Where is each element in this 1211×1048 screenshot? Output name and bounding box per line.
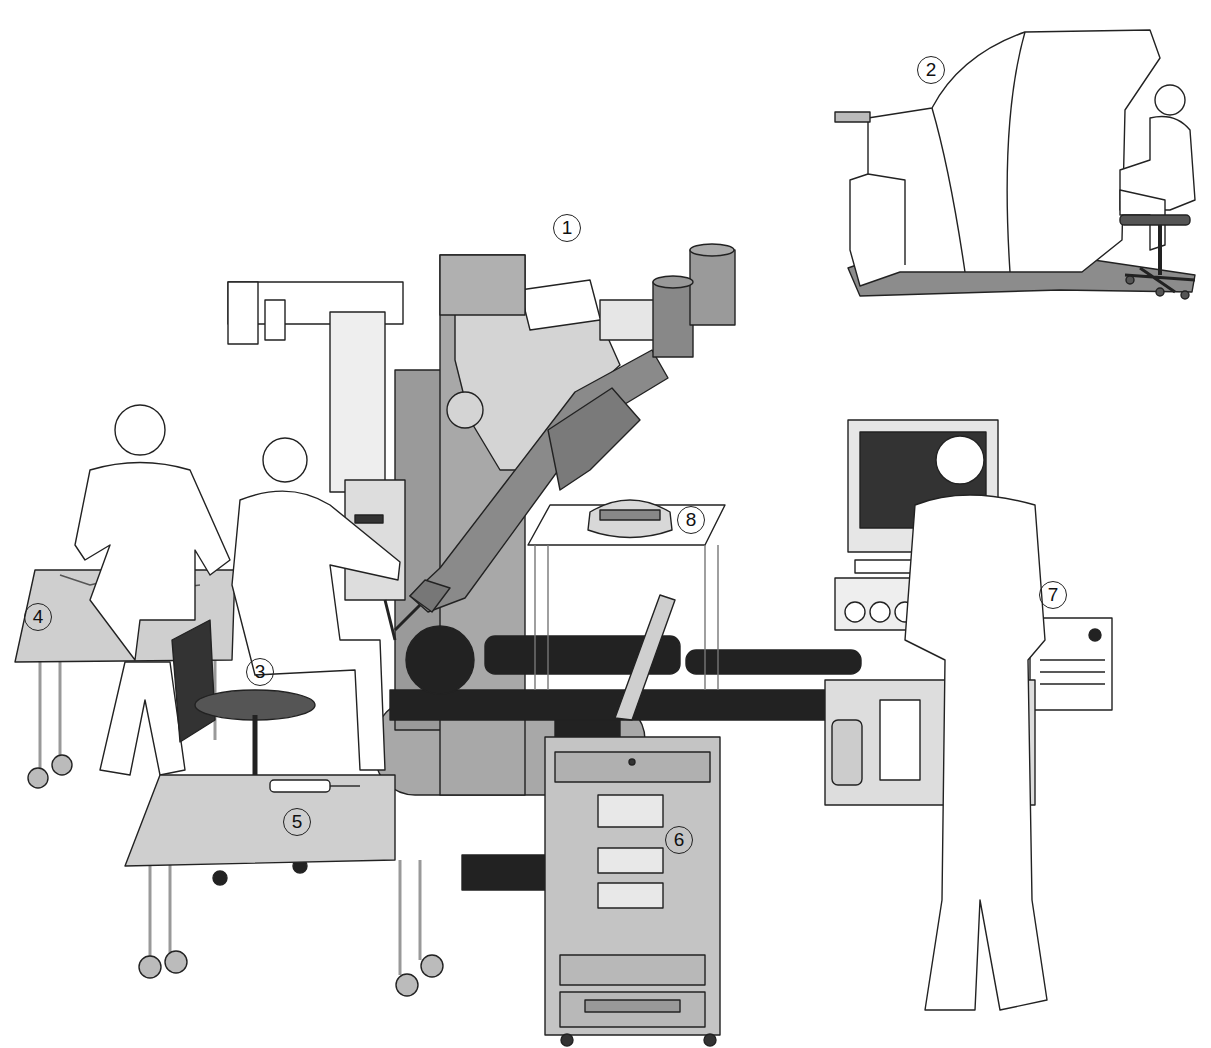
callout-number: 2 (917, 56, 945, 84)
side-table (528, 500, 725, 690)
instrument-table (125, 775, 443, 996)
vision-cart (545, 595, 720, 1046)
callout-number: 1 (553, 214, 581, 242)
callout-number: 8 (677, 506, 705, 534)
callout-number: 6 (665, 826, 693, 854)
scrub-nurse (75, 405, 230, 775)
surgeon-console (835, 30, 1195, 299)
anesthesia-workstation (825, 420, 1112, 1010)
operating-table (390, 626, 870, 890)
callout-number: 7 (1039, 581, 1067, 609)
assistant-seated (172, 438, 400, 790)
callout-number: 5 (283, 808, 311, 836)
callout-number: 4 (24, 603, 52, 631)
callout-number: 3 (246, 658, 274, 686)
